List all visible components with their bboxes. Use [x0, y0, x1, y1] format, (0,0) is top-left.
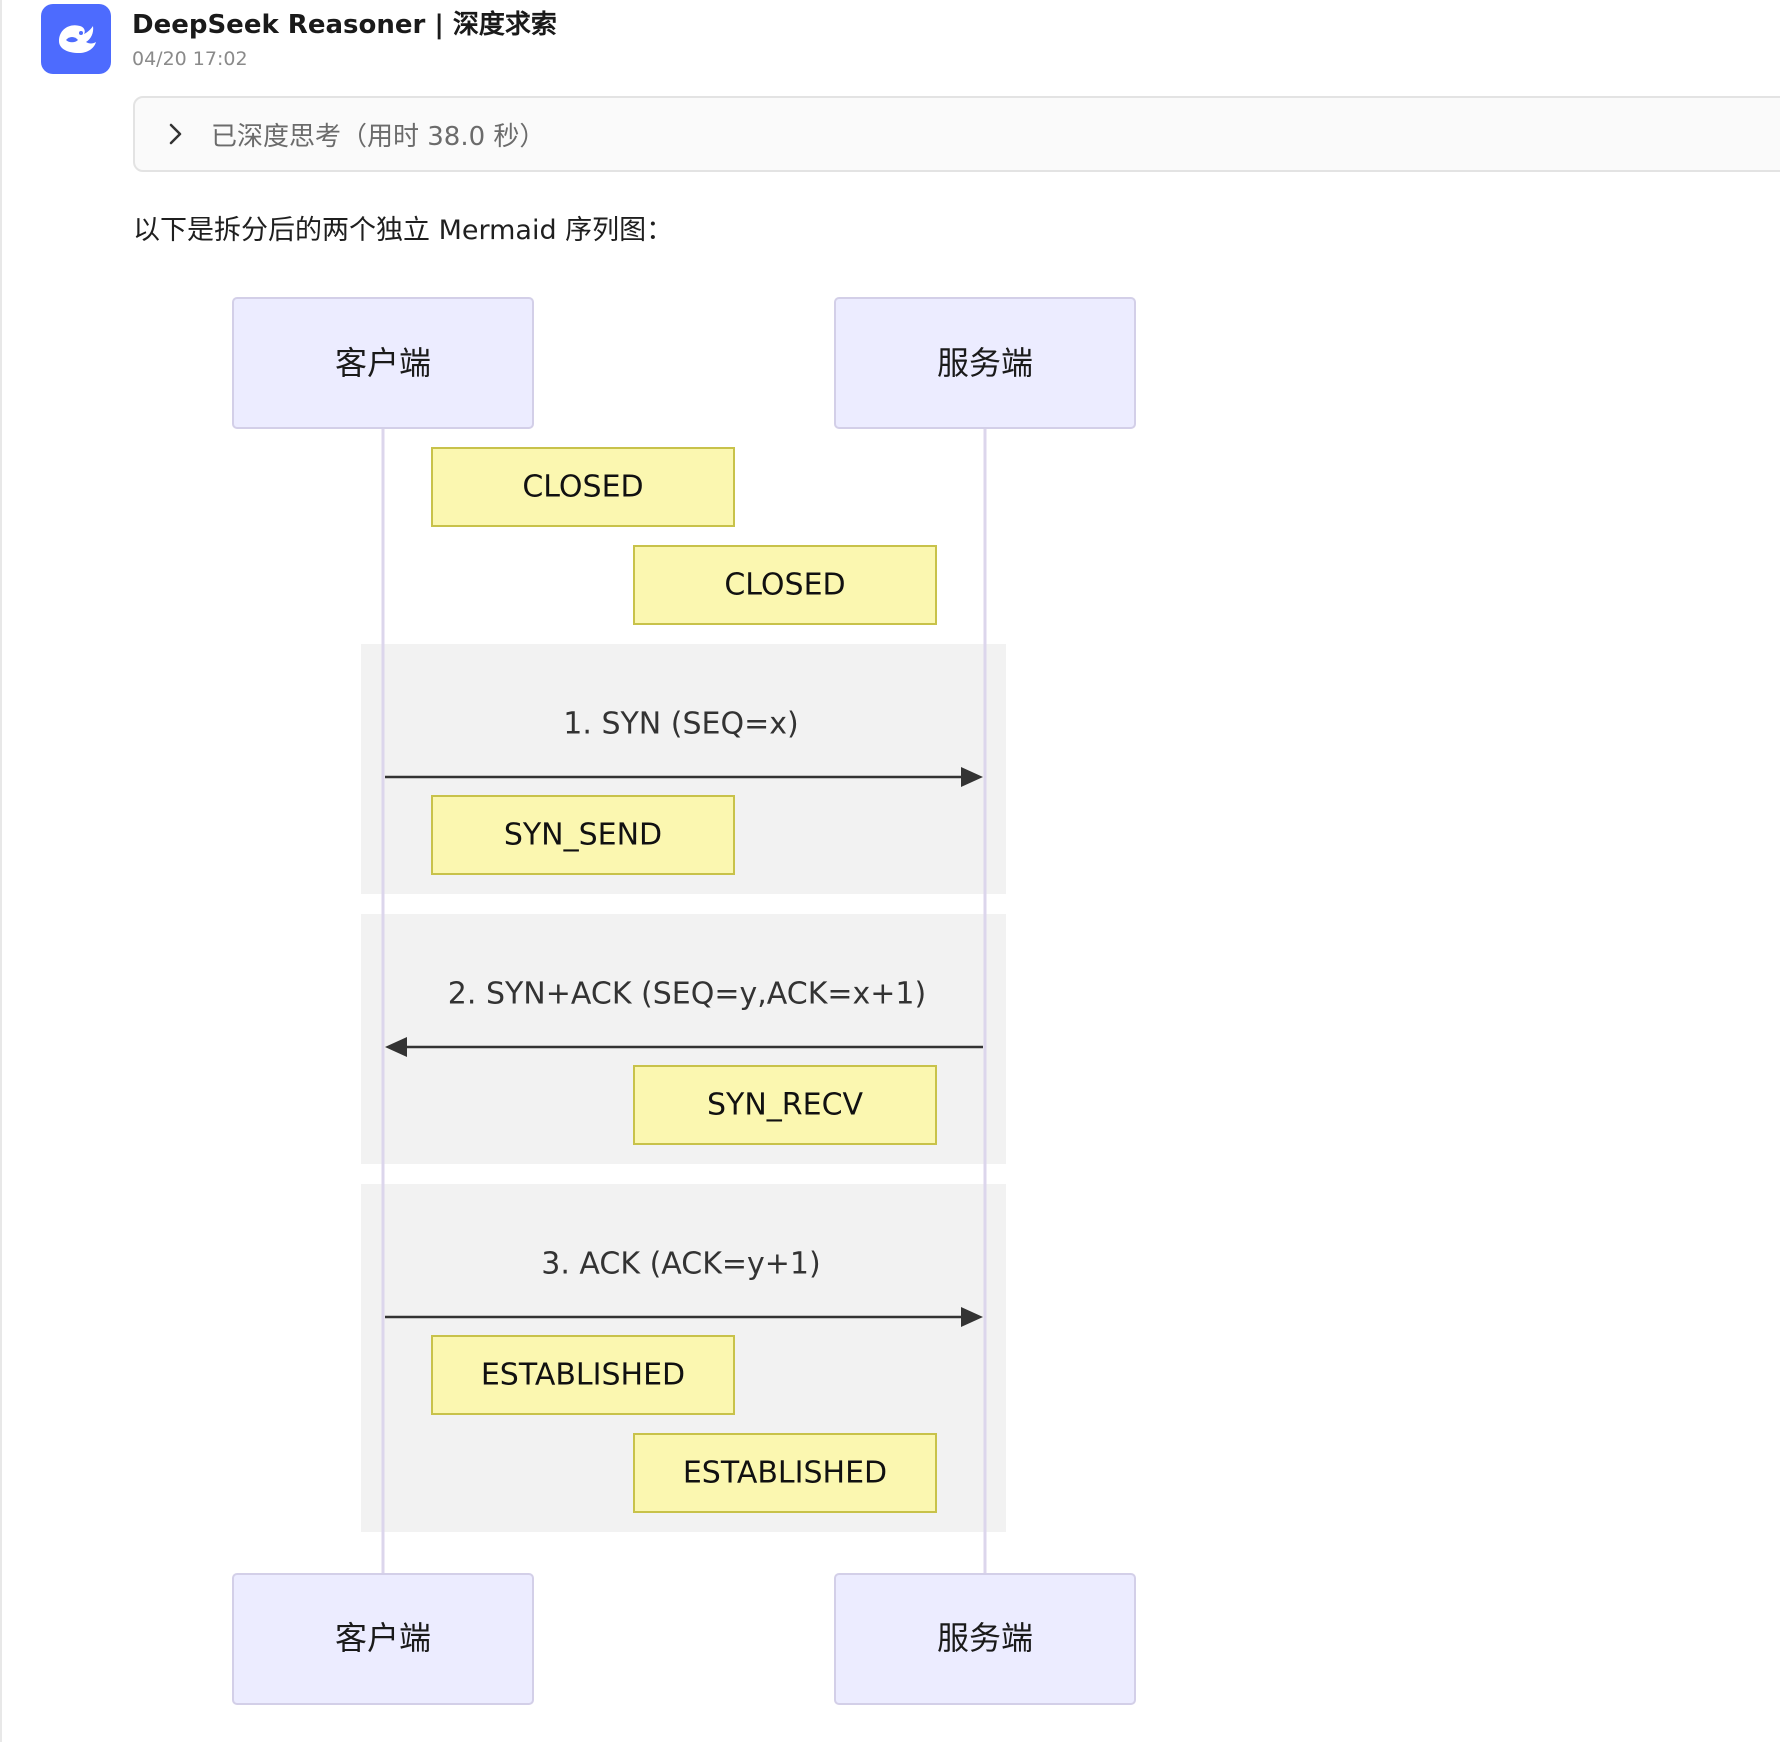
chevron-right-icon — [161, 119, 191, 149]
actor-client-bottom — [232, 1573, 534, 1705]
intro-text: 以下是拆分后的两个独立 Mermaid 序列图： — [133, 215, 674, 246]
deepseek-whale-icon — [59, 25, 96, 53]
note-client-established-label: ESTABLISHED — [481, 1358, 685, 1393]
message-2-arrowhead — [385, 1037, 407, 1057]
actor-client-top-label: 客户端 — [335, 344, 431, 382]
message-3-arrowhead — [961, 1307, 983, 1327]
note-server-established-label: ESTABLISHED — [683, 1456, 887, 1491]
left-edge-divider — [0, 0, 2, 1742]
note-client-closed-label: CLOSED — [522, 470, 643, 505]
message-3-label: 3. ACK (ACK=y+1) — [541, 1247, 820, 1282]
note-server-syn-recv — [633, 1065, 937, 1145]
note-server-closed-label: CLOSED — [724, 568, 845, 603]
note-client-syn-send — [431, 795, 735, 875]
note-server-syn-recv-label: SYN_RECV — [707, 1088, 864, 1123]
actor-client-top — [232, 297, 534, 429]
message-1-label: 1. SYN (SEQ=x) — [563, 707, 798, 742]
message-timestamp: 04/20 17:02 — [132, 48, 248, 70]
actor-server-bottom — [834, 1573, 1136, 1705]
actor-server-bottom-label: 服务端 — [937, 1619, 1033, 1657]
note-client-closed — [431, 447, 735, 527]
thinking-toggle[interactable]: 已深度思考（用时 38.0 秒） — [133, 96, 1780, 172]
message-2-label: 2. SYN+ACK (SEQ=y,ACK=x+1) — [448, 977, 926, 1012]
note-server-established — [633, 1433, 937, 1513]
deepseek-avatar — [41, 4, 111, 74]
message-1-arrowhead — [961, 767, 983, 787]
note-client-established — [431, 1335, 735, 1415]
note-client-syn-send-label: SYN_SEND — [504, 818, 662, 853]
actor-server-top — [834, 297, 1136, 429]
sender-name: DeepSeek Reasoner | 深度求索 — [132, 10, 557, 40]
actor-client-bottom-label: 客户端 — [335, 1619, 431, 1657]
thinking-label: 已深度思考（用时 38.0 秒） — [211, 121, 546, 152]
note-server-closed — [633, 545, 937, 625]
actor-server-top-label: 服务端 — [937, 344, 1033, 382]
